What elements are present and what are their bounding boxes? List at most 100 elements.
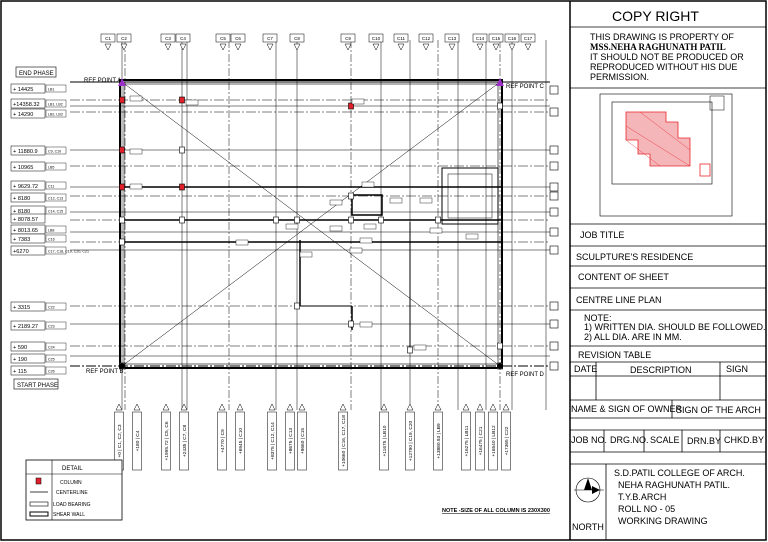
right-tag (549, 161, 559, 171)
legend-column-icon (35, 477, 42, 485)
plan-tag (129, 95, 143, 102)
checked-by-label: CHKD.BY (724, 435, 765, 445)
level-value-box (10, 301, 46, 312)
bottom-label-arrow (339, 403, 347, 411)
top-tag-label: C3 (165, 36, 171, 41)
bottom-label-arrow (502, 403, 510, 411)
note-title: NOTE: (584, 313, 612, 323)
bottom-label-arrow (268, 403, 276, 411)
title-block (569, 1, 766, 540)
top-tag-label: C1 (105, 36, 111, 41)
plan-tag (361, 181, 375, 188)
level-value-box (10, 161, 46, 172)
top-tag-label: C4 (180, 36, 186, 41)
columns (119, 95, 503, 370)
right-tag (549, 319, 559, 329)
level-value: +14358.32 (13, 102, 40, 108)
level-value: + 14425 (13, 87, 33, 93)
bottom-label-arrow (115, 403, 123, 411)
level-value: + 9629.72 (13, 184, 38, 190)
top-tag-label: C9 (345, 36, 351, 41)
legend-item-shear-wall: SHEAR WALL (53, 512, 85, 518)
top-tag-box (215, 33, 231, 43)
level-tag-box (45, 193, 67, 202)
bottom-label-box (161, 411, 171, 471)
level-tag: C25 (48, 358, 55, 362)
right-tag (549, 145, 559, 155)
top-tag-arrow (219, 43, 227, 51)
right-tag (549, 85, 559, 95)
roll-number: ROLL NO - 05 (618, 504, 676, 514)
right-tag (549, 245, 559, 255)
bottom-label: +16275 | LB11 (464, 425, 470, 456)
job-title-label: JOB TITLE (580, 230, 625, 240)
level-tag: C12, C13 (48, 197, 63, 201)
level-value-box (10, 245, 46, 256)
level-value: + 8013.65 (13, 228, 38, 234)
level-tag: C9, C10 (48, 150, 61, 154)
bottom-label: +8675 | C13 (288, 428, 294, 455)
bottom-label: +17365 | C22 (504, 426, 510, 455)
owner-sign-label: NAME & SIGN OF OWNER (571, 404, 683, 414)
note-1: 1) WRITTEN DIA. SHOULD BE FOLLOWED. (584, 322, 766, 332)
level-value-box (10, 98, 46, 109)
bottom-label-box (297, 411, 307, 471)
plan-tag (389, 197, 403, 204)
right-tag (549, 361, 559, 371)
column (348, 216, 354, 224)
level-tag: C16 (48, 238, 55, 242)
top-tag-label: C7 (267, 36, 273, 41)
level-value: + 14290 (13, 112, 33, 118)
top-tag-arrow (164, 43, 172, 51)
bottom-label-box (267, 411, 277, 471)
level-tag: LB1 (48, 88, 54, 92)
top-tag-arrow (476, 43, 484, 51)
level-tag-box (45, 181, 67, 190)
level-value: +6270 (13, 249, 29, 255)
top-tag-arrow (120, 43, 128, 51)
bottom-label: +8375 | C12, C14 (270, 422, 276, 460)
level-tag-box (45, 302, 67, 311)
bottom-label-box (132, 411, 142, 471)
top-tag-box (472, 33, 488, 43)
bottom-label-arrow (162, 403, 170, 411)
column (294, 302, 300, 310)
top-tag-box (368, 33, 384, 43)
column (348, 192, 354, 200)
bottom-label-arrow (434, 403, 442, 411)
copyright-line-4: PERMISSION. (590, 72, 650, 82)
copyright-title: COPY RIGHT (612, 8, 699, 24)
ref-point-d-label: REF POINT D (506, 372, 545, 378)
level-value: + 10965 (13, 165, 33, 171)
right-tag (549, 341, 559, 351)
column (273, 216, 279, 224)
level-value-box (10, 108, 46, 119)
column (179, 216, 185, 224)
copyright-line-1: THIS DRAWING IS PROPERTY OF (590, 32, 734, 42)
column (119, 183, 125, 191)
plan-tag (129, 183, 143, 190)
legend-item-column: COLUMN (60, 480, 82, 486)
bottom-label: +1995.72 | C5, C6 (164, 421, 170, 460)
top-tag-box (160, 33, 176, 43)
ref-point-b-marker (119, 363, 125, 369)
plan-tag (129, 148, 143, 155)
top-tag-label: C8 (294, 36, 300, 41)
plan-tag (299, 251, 313, 258)
column (435, 216, 441, 224)
level-value-box (10, 145, 46, 156)
bottom-label-box (235, 411, 245, 471)
plan-tag (359, 321, 373, 328)
level-value-box (10, 192, 46, 203)
copyright-owner: MSS.NEHA RAGHUNATH PATIL (590, 42, 726, 52)
level-tag-box (45, 146, 67, 155)
ref-point-b-label: REF POINT B (86, 369, 124, 375)
right-tag (549, 207, 559, 217)
bottom-label: +16540 | LB12 (491, 425, 497, 457)
diagonal-c-b (121, 81, 501, 367)
drawing-type: WORKING DRAWING (618, 516, 708, 526)
bottom-label-arrow (236, 403, 244, 411)
legend-load-bearing-icon (29, 501, 49, 507)
column (179, 146, 185, 154)
